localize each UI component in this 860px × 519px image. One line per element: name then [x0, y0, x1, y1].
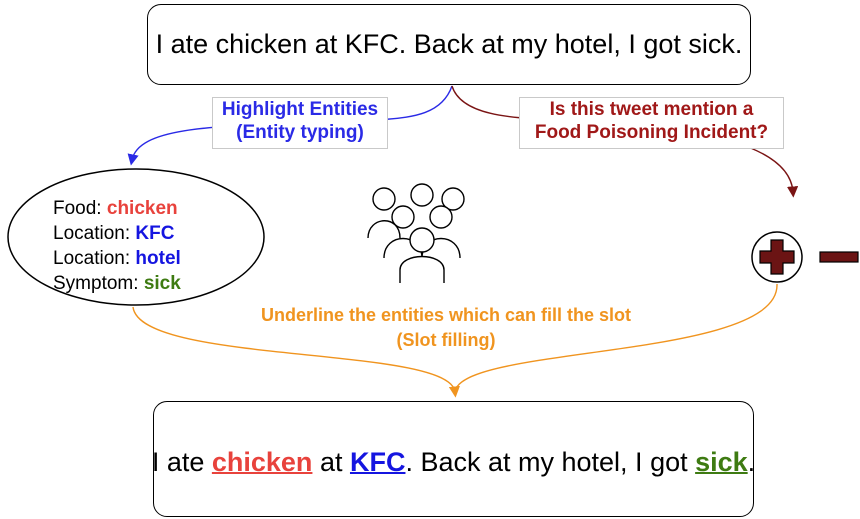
minus-sign-icon — [819, 251, 859, 263]
entity-typing-label: Highlight Entities (Entity typing) — [212, 97, 388, 149]
entity-type: Food: — [53, 198, 107, 219]
sentence-text: I ate — [151, 446, 212, 477]
entity-row-symptom: Symptom: sick — [53, 271, 181, 296]
entity-typing-line2: (Entity typing) — [236, 122, 364, 143]
slot-filling-line1: Underline the entities which can fill th… — [260, 305, 632, 325]
slot-filling-line2: (Slot filling) — [396, 330, 496, 350]
incident-question-label: Is this tweet mention a Food Poisoning I… — [519, 97, 784, 149]
entity-type: Location: — [53, 248, 136, 269]
entity-row-location: Location: KFC — [53, 221, 181, 246]
entity-list: Food: chicken Location: KFC Location: ho… — [53, 196, 181, 296]
crowd-icon — [367, 183, 465, 283]
entity-value: hotel — [135, 248, 181, 269]
arrow-entities-to-slot — [132, 306, 460, 398]
entity-value: chicken — [106, 198, 178, 219]
plus-sign-icon — [759, 239, 795, 275]
entity-value: KFC — [135, 223, 175, 244]
incident-question-line1: Is this tweet mention a — [549, 99, 754, 120]
arrow-label-to-slot — [454, 283, 778, 393]
slot-symptom: sick — [695, 446, 748, 477]
entity-ellipse — [7, 168, 265, 306]
entity-row-location: Location: hotel — [53, 246, 181, 271]
slot-filling-label: Underline the entities which can fill th… — [210, 303, 682, 353]
slot-location: KFC — [349, 446, 406, 477]
sentence-text: . — [747, 446, 756, 477]
entity-typing-line1: Highlight Entities — [221, 99, 379, 120]
annotated-sentence: I ate chicken at KFC. Back at my hotel, … — [152, 447, 755, 478]
sentence-text: . Back at my hotel, I got — [405, 446, 696, 477]
entity-type: Symptom: — [53, 273, 144, 294]
entity-value: sick — [143, 273, 181, 294]
tweet-box: I ate chicken at KFC. Back at my hotel, … — [147, 4, 751, 85]
incident-question-line2: Food Poisoning Incident? — [534, 122, 769, 143]
annotated-tweet-box: I ate chicken at KFC. Back at my hotel, … — [152, 401, 755, 517]
entity-row-food: Food: chicken — [53, 196, 181, 221]
tweet-sentence: I ate chicken at KFC. Back at my hotel, … — [155, 29, 743, 59]
slot-food: chicken — [211, 446, 313, 477]
sentence-text: at — [312, 446, 350, 477]
entity-type: Location: — [53, 223, 136, 244]
